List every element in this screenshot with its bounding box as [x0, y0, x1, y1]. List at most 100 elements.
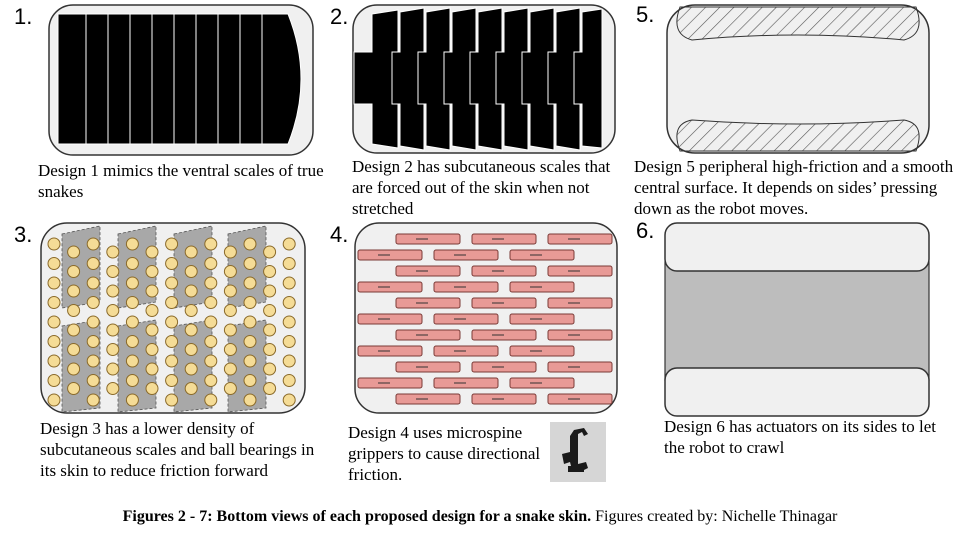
- ball-bearing: [224, 344, 236, 356]
- ball-bearing: [68, 363, 80, 375]
- ball-bearing: [146, 266, 158, 278]
- design-2-diagram: [352, 4, 618, 156]
- ball-bearing: [146, 305, 158, 317]
- design-4-diagram: [354, 222, 620, 416]
- ball-bearing: [244, 355, 256, 367]
- ball-bearing: [166, 336, 178, 348]
- ball-bearing: [224, 383, 236, 395]
- ball-bearing: [283, 238, 295, 250]
- ball-bearing: [48, 336, 60, 348]
- ball-bearing: [166, 375, 178, 387]
- ball-bearing: [48, 238, 60, 250]
- ball-bearing: [107, 285, 119, 297]
- ball-bearing: [126, 316, 138, 328]
- ball-bearing: [87, 258, 99, 270]
- design-5-caption: Design 5 peripheral high-friction and a …: [634, 156, 954, 219]
- ball-bearing: [87, 336, 99, 348]
- ball-bearing: [107, 344, 119, 356]
- ball-bearing: [205, 394, 217, 406]
- ball-bearing: [68, 246, 80, 258]
- design-5-diagram: [666, 4, 932, 156]
- ball-bearing: [68, 324, 80, 336]
- ball-bearing: [264, 324, 276, 336]
- ball-bearing: [126, 394, 138, 406]
- figure-caption-credit: Figures created by: Nichelle Thinagar: [591, 508, 837, 525]
- ball-bearing: [264, 344, 276, 356]
- panel-number-3: 3.: [14, 224, 32, 246]
- figure-caption-bold: Figures 2 - 7: Bottom views of each prop…: [123, 508, 591, 525]
- ball-bearing: [166, 277, 178, 289]
- ball-bearing: [283, 297, 295, 309]
- ball-bearing: [68, 305, 80, 317]
- ball-bearing: [48, 316, 60, 328]
- ball-bearing: [146, 363, 158, 375]
- ball-bearing: [244, 316, 256, 328]
- ball-bearing: [48, 277, 60, 289]
- ball-bearing: [126, 336, 138, 348]
- ball-bearing: [107, 324, 119, 336]
- ball-bearing: [283, 355, 295, 367]
- ball-bearing: [264, 266, 276, 278]
- ball-bearing: [107, 305, 119, 317]
- ball-bearing: [264, 383, 276, 395]
- ball-bearing: [87, 375, 99, 387]
- microspine-photo: [550, 422, 606, 482]
- ball-bearing: [244, 258, 256, 270]
- ball-bearing: [166, 258, 178, 270]
- ball-bearing: [146, 344, 158, 356]
- ball-bearing: [87, 394, 99, 406]
- figure-caption: Figures 2 - 7: Bottom views of each prop…: [0, 508, 960, 526]
- ball-bearing: [224, 324, 236, 336]
- ball-bearing: [126, 297, 138, 309]
- ball-bearing: [87, 355, 99, 367]
- ball-bearing: [264, 285, 276, 297]
- ball-bearing: [264, 305, 276, 317]
- ball-bearing: [244, 336, 256, 348]
- ball-bearing: [244, 277, 256, 289]
- ball-bearing: [185, 266, 197, 278]
- ball-bearing: [166, 297, 178, 309]
- ball-bearing: [244, 238, 256, 250]
- ball-bearing: [264, 363, 276, 375]
- ball-bearing: [224, 266, 236, 278]
- ball-bearing: [146, 324, 158, 336]
- ball-bearing: [283, 394, 295, 406]
- ball-bearing: [205, 238, 217, 250]
- ball-bearing: [185, 285, 197, 297]
- panel-number-6: 6.: [636, 220, 654, 242]
- ball-bearing: [205, 336, 217, 348]
- ball-bearing: [48, 394, 60, 406]
- ball-bearing: [185, 344, 197, 356]
- ball-bearing: [283, 277, 295, 289]
- ball-bearing: [68, 383, 80, 395]
- ball-bearing: [48, 258, 60, 270]
- ball-bearing: [48, 375, 60, 387]
- ball-bearing: [126, 238, 138, 250]
- ball-bearing: [107, 246, 119, 258]
- ball-bearing: [166, 316, 178, 328]
- design-6-caption: Design 6 has actuators on its sides to l…: [664, 416, 954, 458]
- design-6-diagram: [664, 222, 932, 418]
- ball-bearing: [87, 277, 99, 289]
- ball-bearing: [107, 383, 119, 395]
- ball-bearing: [87, 316, 99, 328]
- ball-bearing: [244, 297, 256, 309]
- ball-bearing: [205, 277, 217, 289]
- ball-bearing: [224, 363, 236, 375]
- ball-bearing: [185, 383, 197, 395]
- design-2-caption: Design 2 has subcutaneous scales that ar…: [352, 156, 622, 219]
- ball-bearing: [68, 285, 80, 297]
- ball-bearing: [87, 297, 99, 309]
- ball-bearing: [205, 258, 217, 270]
- design-1-diagram: [48, 4, 316, 158]
- ball-bearing: [107, 363, 119, 375]
- ball-bearing: [146, 285, 158, 297]
- ball-bearing: [48, 355, 60, 367]
- ball-bearing: [205, 355, 217, 367]
- ball-bearing: [68, 266, 80, 278]
- ball-bearing: [264, 246, 276, 258]
- ball-bearing: [185, 246, 197, 258]
- ball-bearing: [205, 297, 217, 309]
- ball-bearing: [185, 324, 197, 336]
